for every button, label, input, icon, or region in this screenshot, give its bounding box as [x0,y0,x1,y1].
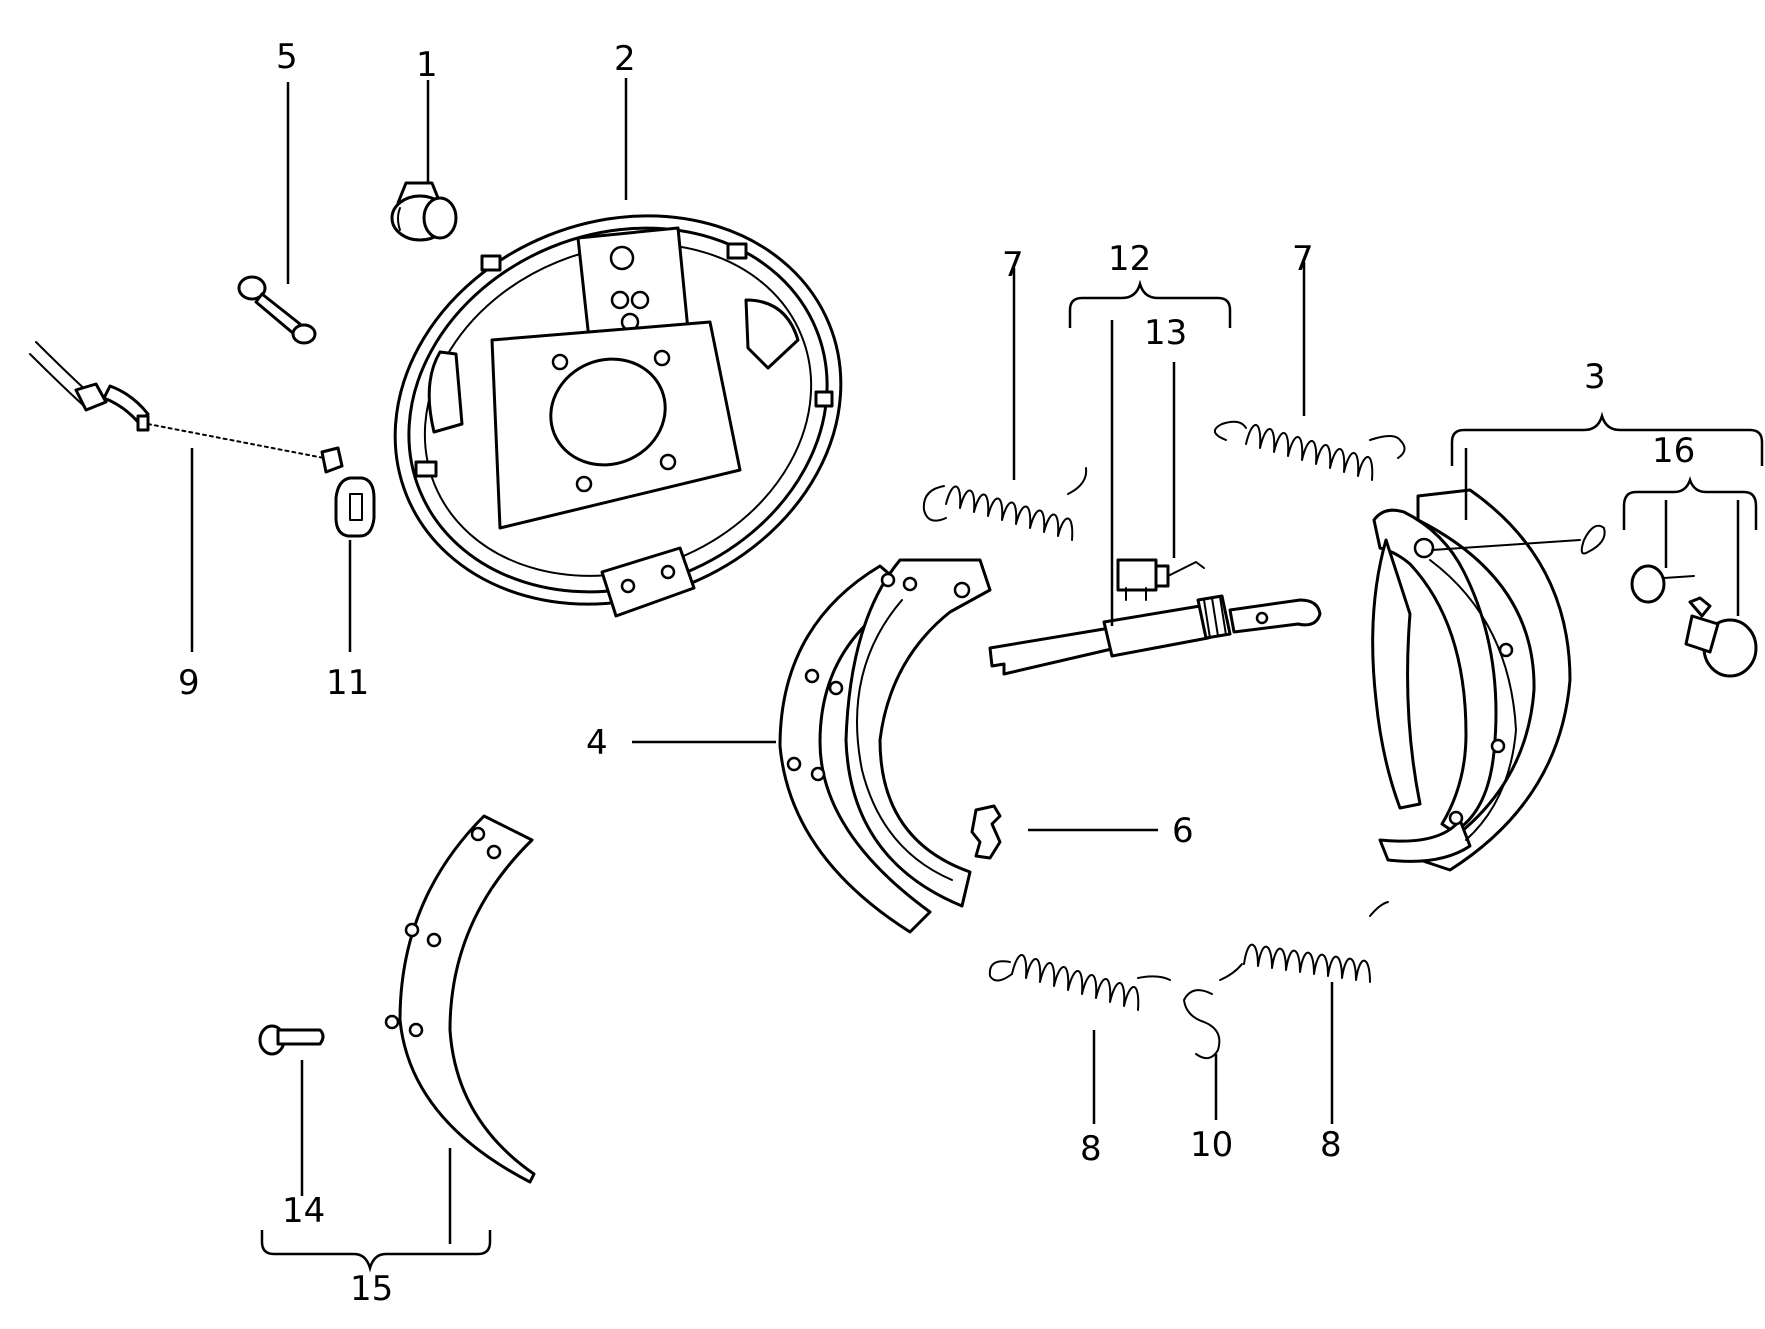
part-15-brake-lining [384,814,536,1184]
callout-7-left: 7 [1002,245,1024,285]
part-12-adjuster-strut [988,594,1322,676]
part-7-return-spring-left [922,467,1088,541]
callout-5: 5 [276,37,298,77]
callout-2: 2 [614,39,636,79]
callout-10: 10 [1190,1125,1233,1165]
bracket-12 [1068,279,1232,328]
callout-9: 9 [178,663,200,703]
part-16-adjuster-parts [1630,564,1758,678]
part-5-hold-down-pin [237,275,317,345]
part-8-return-spring-right [1219,901,1389,983]
part-7-return-spring-right [1214,420,1406,481]
callout-1: 1 [416,45,438,85]
callout-15: 15 [350,1269,393,1309]
callout-6: 6 [1172,811,1194,851]
callout-11: 11 [326,663,369,703]
callout-14: 14 [282,1191,325,1231]
part-6-clip [970,804,1002,860]
callout-8-right: 8 [1320,1125,1342,1165]
callouts: 1 2 5 9 11 7 12 13 7 3 16 4 6 8 10 8 14 … [178,37,1695,1309]
part-14-rivet [258,1024,325,1056]
bracket-3 [1450,411,1764,466]
callout-3: 3 [1584,357,1606,397]
part-13-adjuster-clip [1116,558,1205,601]
callout-12: 12 [1108,239,1151,279]
part-2-backing-plate [393,214,843,618]
callout-8-left: 8 [1080,1129,1102,1169]
bracket-15 [260,1230,492,1273]
part-1-grommet [390,181,458,242]
leader-lines [190,78,1740,1244]
part-3-brake-shoe-assembly [1371,488,1606,872]
bracket-16 [1622,476,1758,530]
part-4-brake-shoe [778,558,992,934]
callout-7-right: 7 [1292,239,1314,279]
callout-4: 4 [586,723,608,763]
part-10-s-hook [1183,989,1221,1060]
callout-16: 16 [1652,431,1695,471]
part-8-return-spring-left [988,954,1171,1011]
callout-13: 13 [1144,313,1187,353]
part-9-handbrake-cable [29,341,344,474]
part-11-grommet [334,476,376,538]
